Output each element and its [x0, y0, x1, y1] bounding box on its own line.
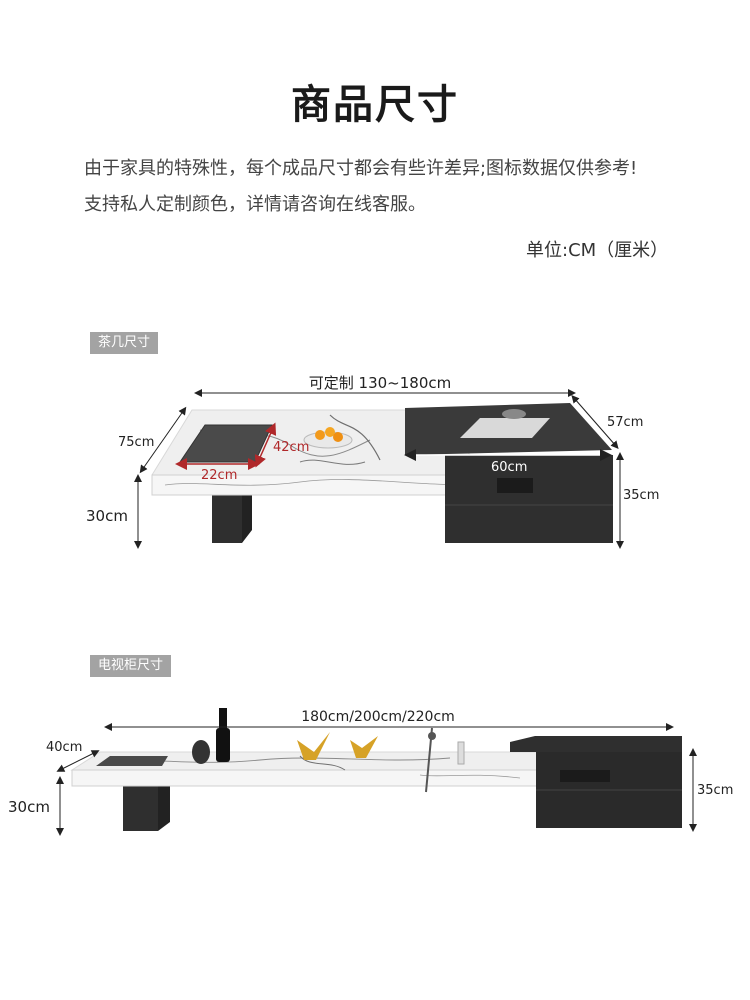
tv-cabinet-width-label: 180cm/200cm/220cm: [301, 709, 455, 725]
tv-cabinet-cabinet-top: [510, 736, 682, 752]
page-title: 商品尺寸: [291, 82, 459, 128]
coffee-table-cabinet-body: [445, 455, 613, 543]
cabinet-depth-label: 57cm: [607, 415, 643, 430]
coffee-table-depth-label: 75cm: [118, 435, 154, 450]
coffee-table-illustration: [151, 403, 613, 543]
gold-crane-decor-small: [350, 736, 378, 758]
tv-cabinet-height-label: 30cm: [8, 798, 50, 816]
notice-line-1: 由于家具的特殊性，每个成品尺寸都会有些许差异;图标数据仅供参考!: [84, 158, 638, 179]
cabinet-decor-tray: [460, 418, 550, 438]
unit-label: 单位:CM（厘米）: [526, 240, 669, 261]
gold-crane-decor: [297, 732, 330, 760]
vase-decor: [216, 728, 230, 762]
tray-width-label: 22cm: [201, 468, 237, 483]
tv-cabinet-section-label: 电视柜尺寸: [90, 655, 172, 677]
coffee-table-height-label: 30cm: [86, 507, 128, 525]
cabinet-width-label: 60cm: [491, 460, 527, 475]
coffee-table-section-label: 茶几尺寸: [90, 332, 159, 354]
notice-line-2: 支持私人定制颜色，详情请咨询在线客服。: [84, 194, 426, 215]
tv-cabinet-cabinet-height-label: 35cm: [697, 783, 733, 798]
tv-cabinet-illustration: [70, 708, 682, 831]
cabinet-height-label: 35cm: [623, 488, 659, 503]
tray-depth-label: 42cm: [273, 440, 309, 455]
tv-cabinet-depth-label: 40cm: [46, 740, 82, 755]
coffee-table-width-label: 可定制 130~180cm: [309, 374, 451, 392]
tv-cabinet-tray: [96, 756, 168, 766]
coffee-table-leg: [212, 490, 242, 543]
tv-cabinet-marble-edge: [71, 769, 561, 787]
tv-cabinet-leg: [123, 786, 158, 831]
